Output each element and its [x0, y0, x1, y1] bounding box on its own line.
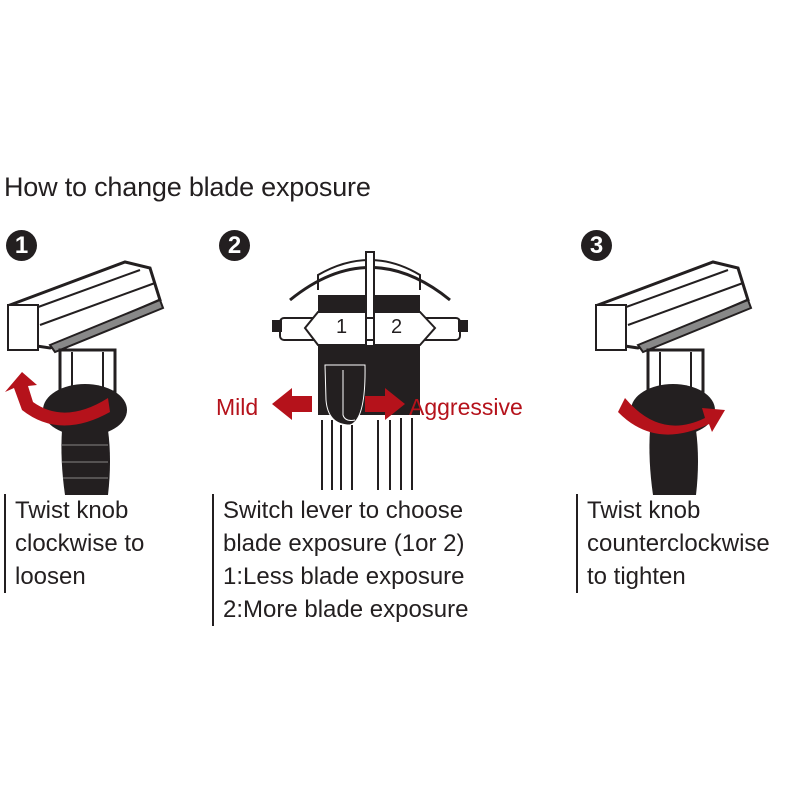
step-2-line: Switch lever to choose	[223, 497, 464, 524]
step-3-line: Twist knob	[587, 497, 701, 524]
step-3-badge: 3	[581, 230, 612, 261]
step-3-line: counterclockwise	[587, 530, 770, 557]
mild-label: Mild	[216, 394, 259, 420]
lever-position-1: 1	[336, 316, 348, 338]
step-2-badge: 2	[219, 230, 250, 261]
step-1-badge: 1	[6, 230, 37, 261]
step-2-description: Switch lever to choose blade exposure (1…	[212, 494, 468, 626]
razor-loosen-illustration	[5, 260, 165, 495]
step-2-line: blade exposure (1or 2)	[223, 530, 465, 557]
razor-tighten-illustration	[595, 260, 753, 495]
step-1-line: Twist knob	[15, 497, 129, 524]
step-1-description: Twist knob clockwise to loosen	[4, 494, 144, 593]
aggressive-label: Aggressive	[409, 394, 523, 420]
step-1-line: loosen	[15, 563, 86, 590]
step-3-description: Twist knob counterclockwise to tighten	[576, 494, 770, 593]
step-2-line: 2:More blade exposure	[223, 596, 469, 623]
lever-position-2: 2	[391, 316, 403, 338]
step-3-line: to tighten	[587, 563, 686, 590]
lever-illustration	[272, 251, 468, 490]
step-2-line: 1:Less blade exposure	[223, 563, 465, 590]
page-title: How to change blade exposure	[4, 172, 371, 202]
step-1-line: clockwise to	[15, 530, 145, 557]
